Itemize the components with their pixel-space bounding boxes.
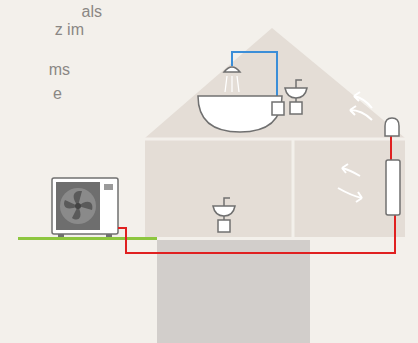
shower-head [224,67,240,72]
fan-grille [56,182,100,230]
fan-blades [64,191,92,220]
radiator [386,160,400,215]
water-heater [272,102,284,115]
floor-line [145,138,405,141]
text-fragment: e [53,84,62,104]
fan [60,188,96,224]
wall-line [292,140,295,237]
air-flow-arrows [338,92,372,202]
roof [145,28,405,138]
sink [213,206,235,216]
sink [285,88,307,98]
ground-floor [145,140,405,237]
control-panel [104,184,113,190]
text-fragment: ms [49,60,70,80]
floor-line [145,237,405,240]
water-pipe [232,52,277,102]
water-heater [218,220,230,232]
text-fragment: als [82,2,102,22]
radiator [385,118,399,136]
tap [224,198,230,206]
shower-water [225,76,239,92]
heating-pipe [118,215,395,253]
heat-pump-unit [52,178,118,234]
bathtub [198,96,282,132]
unit-foot [106,234,112,237]
tap [296,80,302,88]
water-heater [290,102,302,114]
ground-line [18,237,157,240]
unit-foot [58,234,64,237]
text-fragment: z im [55,20,84,40]
fan-hub [75,203,81,209]
